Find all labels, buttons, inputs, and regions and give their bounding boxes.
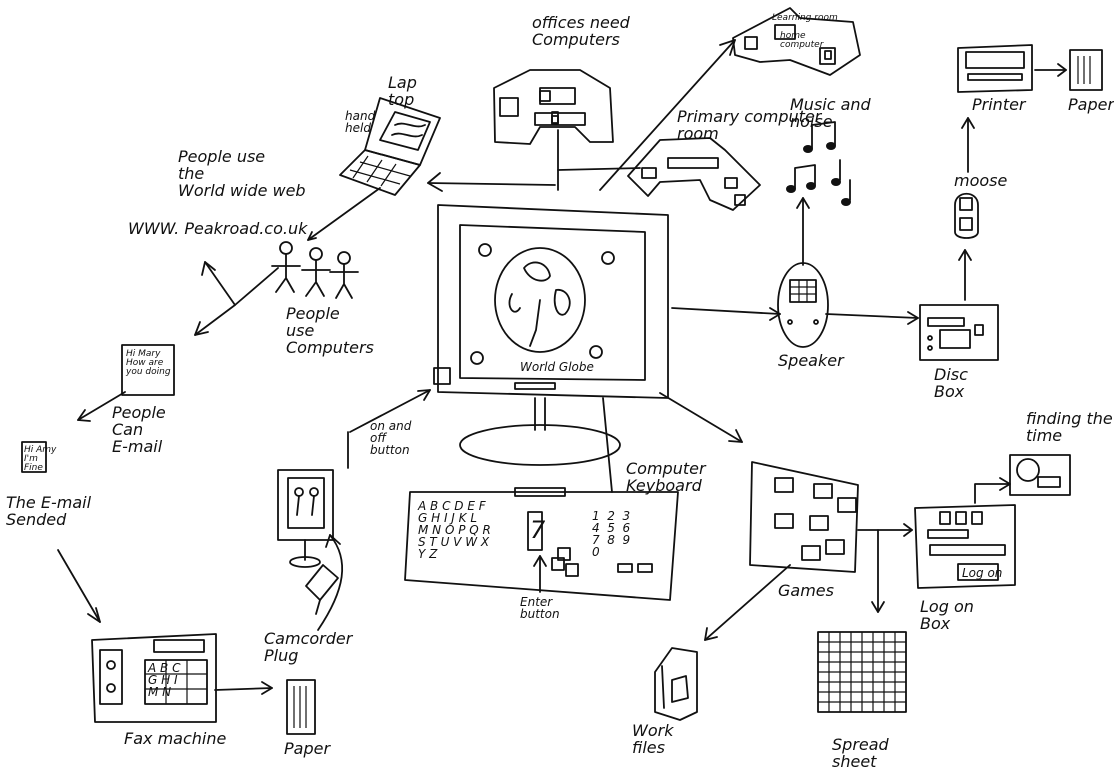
arrow-camcorder-plug — [318, 535, 342, 630]
lap-top-label: Lap top — [388, 74, 417, 108]
disc-box-label: Disc Box — [934, 366, 968, 400]
camcorder-drawing — [278, 470, 338, 614]
people-use-www-label: People use the World wide web — [178, 148, 306, 199]
work-files-drawing — [655, 648, 697, 720]
email-note-text: Hi Mary How are you doing — [126, 350, 171, 377]
mouse-drawing — [955, 194, 978, 238]
work-files-label: Work files — [632, 722, 673, 756]
time-box-drawing — [1010, 455, 1070, 495]
paper-bottom-label: Paper — [284, 740, 330, 757]
email-small-note-text: Hi Amy I'm Fine — [24, 446, 56, 473]
finding-the-time-label: finding the time — [1026, 410, 1113, 444]
home-computers-label: home computer — [780, 32, 823, 50]
url-label: WWW. Peakroad.co.uk — [128, 220, 307, 237]
arrow-to-speaker — [672, 308, 780, 314]
speaker-label: Speaker — [778, 352, 844, 369]
fax-machine-label: Fax machine — [124, 730, 226, 747]
log-on-button[interactable]: Log on — [962, 567, 1002, 579]
learning-room-label: Learning room — [772, 14, 838, 23]
offices-drawing — [494, 70, 613, 144]
games-drawing — [750, 462, 858, 572]
arrow-to-fax — [58, 550, 100, 622]
people-can-email-label: People Can E-mail — [112, 404, 166, 455]
offices-need-computers-label: offices need Computers — [532, 14, 630, 48]
keyboard-numbers: 1 2 3 4 5 6 7 8 9 0 — [592, 510, 630, 558]
world-globe-label: World Globe — [520, 361, 594, 373]
arrow-to-primary-room — [558, 168, 640, 170]
keyboard-letters: A B C D E F G H I J K L M N O P Q R S T … — [418, 500, 491, 560]
fax-keys-text: A B C G H I M N — [148, 662, 180, 698]
arrow-to-keyboard — [603, 398, 612, 492]
arrow-to-web — [205, 262, 235, 305]
email-sended-label: The E-mail Sended — [6, 494, 91, 528]
people-use-computers-label: People use Computers — [286, 305, 374, 356]
people-drawing — [272, 242, 358, 298]
spread-sheet-label: Spread sheet — [832, 736, 889, 769]
arrow-fax-to-paper — [215, 688, 272, 690]
spreadsheet-drawing — [818, 632, 906, 712]
camcorder-plug-label: Camcorder Plug — [264, 630, 352, 664]
arrow-to-disc-box — [826, 314, 918, 318]
printer-drawing — [958, 45, 1102, 92]
on-off-button-label: on and off button — [370, 420, 411, 456]
computer-keyboard-label: Computer Keyboard — [626, 460, 706, 494]
arrow-to-email-note — [195, 268, 278, 335]
arrow-laptop-to-people — [308, 188, 380, 240]
music-and-noise-label: Music and noise — [790, 96, 871, 130]
enter-button-label: Enter button — [520, 596, 560, 620]
arrow-to-games — [660, 393, 742, 442]
speaker-drawing — [778, 263, 828, 347]
printer-label: Printer — [972, 96, 1026, 113]
arrow-to-work-files — [705, 565, 790, 640]
games-label: Games — [778, 582, 834, 599]
hand-held-label: hand held — [345, 110, 375, 134]
log-on-box-label: Log on Box — [920, 598, 974, 632]
paper-top-label: Paper — [1068, 96, 1114, 113]
mouse-label: moose — [954, 172, 1007, 189]
primary-room-drawing — [628, 138, 760, 210]
disc-box-drawing — [920, 305, 998, 360]
monitor-drawing — [434, 205, 668, 465]
keyboard-seven-key: 7 — [530, 518, 545, 542]
arrow-to-laptop — [428, 183, 555, 185]
